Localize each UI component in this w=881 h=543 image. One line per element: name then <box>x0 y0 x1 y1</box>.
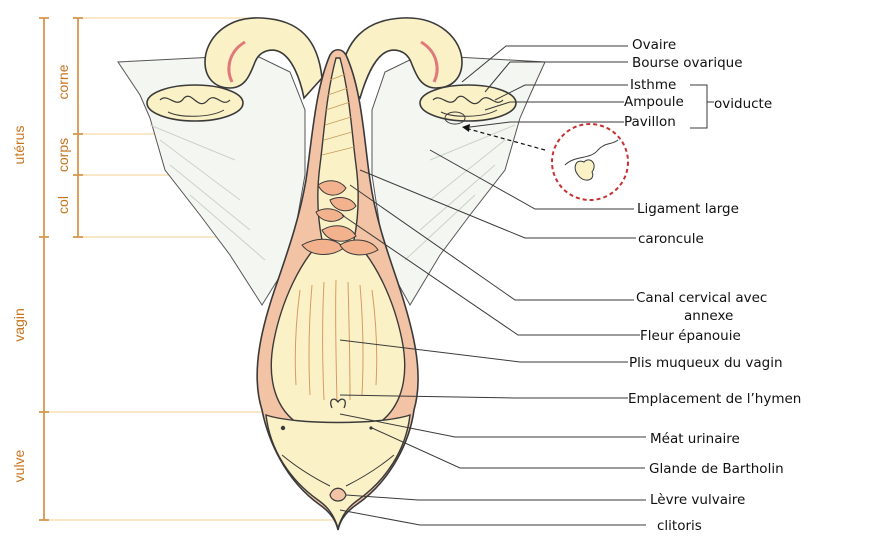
label-open-flower: Fleur épanouie <box>640 328 741 344</box>
label-vaginal-folds: Plis muqueux du vagin <box>629 355 783 371</box>
label-infundibulum: Pavillon <box>624 114 676 130</box>
label-cervical-canal: Canal cervical avec <box>636 290 767 306</box>
ovary-left <box>147 85 243 121</box>
label-ampulla: Ampoule <box>624 94 684 110</box>
anatomy <box>118 18 628 530</box>
label-caruncle: caroncule <box>638 231 704 247</box>
label-clitoris: clitoris <box>657 518 702 534</box>
label-hymen-site: Emplacement de l’hymen <box>628 391 801 407</box>
label-ovary: Ovaire <box>632 37 676 53</box>
label-horn: corne <box>55 64 71 99</box>
label-vulvar-lip: Lèvre vulvaire <box>650 492 745 508</box>
label-isthmus: Isthme <box>630 77 676 93</box>
label-broad-ligament: Ligament large <box>637 201 739 217</box>
label-body: corps <box>55 138 71 172</box>
label-bartholin-gland: Glande de Bartholin <box>649 461 784 477</box>
label-neck: col <box>55 196 71 214</box>
label-vagina: vagin <box>11 308 27 341</box>
label-ovarian-bursa: Bourse ovarique <box>632 55 743 71</box>
label-oviduct: oviducte <box>714 96 772 112</box>
label-uterus: utérus <box>11 126 27 165</box>
label-urinary-meatus: Méat urinaire <box>650 431 740 447</box>
clitoris <box>330 488 346 501</box>
label-cervical-canal-annex: annexe <box>684 308 733 324</box>
label-vulva: vulve <box>11 449 27 482</box>
